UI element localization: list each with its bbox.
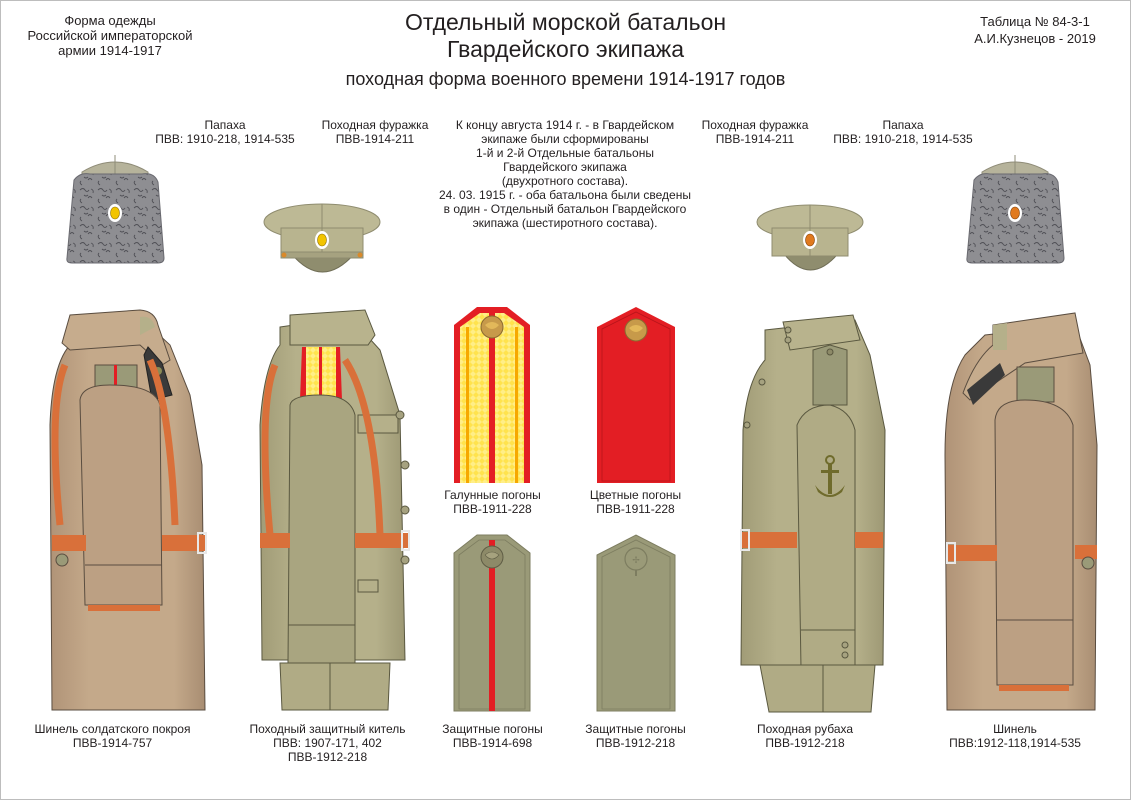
author-credit: А.И.Кузнецов - 2019 <box>974 31 1096 46</box>
label-cap-right: Походная фуражка ПВВ-1914-211 <box>680 118 830 146</box>
galloon-shoulder-board <box>452 305 532 485</box>
page-title: Отдельный морской батальон Гвардейского … <box>300 9 831 92</box>
greatcoat-illustration <box>925 305 1105 715</box>
page-subtitle: походная форма военного времени 1914-191… <box>345 69 786 89</box>
label-line: ПВВ-1914-211 <box>335 132 415 146</box>
note-line: 24. 03. 1915 г. - оба батальона были све… <box>439 188 691 202</box>
label-line: Папаха <box>882 118 924 132</box>
svg-text:✢: ✢ <box>632 556 640 566</box>
field-shirt-illustration <box>735 310 895 715</box>
label-line: Походный защитный китель <box>249 722 406 736</box>
label-protective-board-1914: Защитные погоны ПВВ-1914-698 <box>420 722 565 750</box>
label-line: Галунные погоны <box>444 488 541 502</box>
label-line: ПВВ: 1907-171, 402 <box>273 736 382 750</box>
papakha-left-illustration <box>60 150 170 265</box>
label-papakha-left: Папаха ПВВ: 1910-218, 1914-535 <box>140 118 310 146</box>
label-galloon-board: Галунные погоны ПВВ-1911-228 <box>420 488 565 516</box>
note-line: 1-й и 2-й Отдельные батальоны <box>476 146 654 160</box>
note-line: Гвардейского экипажа <box>503 160 627 174</box>
caption-line: Форма одежды <box>64 13 156 28</box>
anchor-icon <box>815 455 845 497</box>
greatcoat-soldier-illustration <box>40 305 220 715</box>
field-cap-right-illustration <box>755 200 865 285</box>
label-line: Походная рубаха <box>756 722 854 736</box>
label-line: Шинель солдатского покроя <box>34 722 191 736</box>
title-line-2: Гвардейского экипажа <box>447 36 684 62</box>
label-greatcoat-soldier: Шинель солдатского покроя ПВВ-1914-757 <box>25 722 200 750</box>
label-cap-left: Походная фуражка ПВВ-1914-211 <box>300 118 450 146</box>
caption-line: армии 1914-1917 <box>58 43 162 58</box>
label-line: ПВВ-1914-757 <box>72 736 153 750</box>
collection-caption: Форма одежды Российской императорской ар… <box>10 13 210 58</box>
papakha-right-illustration <box>960 150 1070 265</box>
label-line: Цветные погоны <box>589 488 682 502</box>
label-line: ПВВ: 1910-218, 1914-535 <box>155 132 295 146</box>
label-line: Походная фуражка <box>321 118 429 132</box>
label-field-tunic: Походный защитный китель ПВВ: 1907-171, … <box>240 722 415 764</box>
label-greatcoat: Шинель ПВВ:1912-118,1914-535 <box>930 722 1100 750</box>
label-line: ПВВ-1914-698 <box>452 736 533 750</box>
label-line: ПВВ-1911-228 <box>596 502 675 516</box>
label-field-shirt: Походная рубаха ПВВ-1912-218 <box>730 722 880 750</box>
label-line: Шинель <box>993 722 1037 736</box>
protective-shoulder-board-1912: ✢ <box>595 533 677 713</box>
label-line: ПВВ-1914-211 <box>715 132 795 146</box>
note-line: в один - Отдельный батальон Гвардейского <box>443 202 687 216</box>
field-tunic-illustration <box>250 305 415 715</box>
label-colored-board: Цветные погоны ПВВ-1911-228 <box>563 488 708 516</box>
note-line: экипаже были сформированы <box>481 132 649 146</box>
label-line: ПВВ-1911-228 <box>453 502 532 516</box>
label-line: ПВВ-1912-218 <box>595 736 676 750</box>
label-line: Папаха <box>204 118 246 132</box>
note-line: экипажа (шестиротного состава). <box>472 216 658 230</box>
label-line: ПВВ: 1910-218, 1914-535 <box>833 132 973 146</box>
label-papakha-right: Папаха ПВВ: 1910-218, 1914-535 <box>818 118 988 146</box>
label-line: Походная фуражка <box>701 118 809 132</box>
title-line-1: Отдельный морской батальон <box>404 9 727 35</box>
caption-line: Российской императорской <box>27 28 193 43</box>
label-line: Защитные погоны <box>585 722 686 736</box>
label-line: ПВВ-1912-218 <box>287 750 368 764</box>
field-cap-left-illustration <box>262 200 382 285</box>
table-info: Таблица № 84-3-1 А.И.Кузнецов - 2019 <box>950 13 1120 47</box>
protective-shoulder-board-1914 <box>452 533 532 713</box>
label-line: ПВВ:1912-118,1914-535 <box>949 736 1081 750</box>
history-note: К концу августа 1914 г. - в Гвардейском … <box>415 118 715 230</box>
table-number: Таблица № 84-3-1 <box>980 14 1090 29</box>
label-line: Защитные погоны <box>442 722 543 736</box>
note-line: К концу августа 1914 г. - в Гвардейском <box>455 118 675 132</box>
note-line: (двухротного состава). <box>501 174 629 188</box>
label-protective-board-1912: Защитные погоны ПВВ-1912-218 <box>563 722 708 750</box>
colored-shoulder-board <box>595 305 677 485</box>
label-line: ПВВ-1912-218 <box>765 736 845 750</box>
